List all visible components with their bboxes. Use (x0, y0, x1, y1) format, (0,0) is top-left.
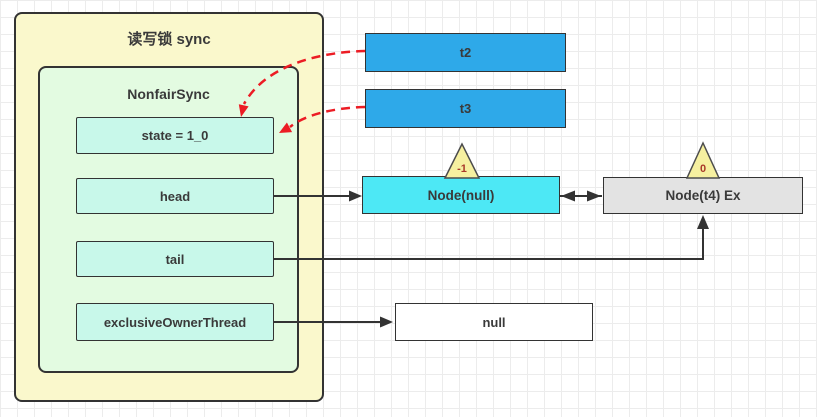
field-head: head (76, 178, 274, 214)
null-value-label: null (482, 314, 506, 330)
tail-to-node-t4-arrow (274, 215, 709, 260)
field-state-label: state = 1_0 (141, 128, 209, 143)
field-exclusive-owner-thread-label: exclusiveOwnerThread (103, 314, 247, 330)
thread-t2: t2 (365, 33, 566, 72)
node-null-node-t4-double-arrow (560, 190, 602, 202)
node-null-label: Node(null) (427, 187, 495, 203)
node-null: Node(null) (362, 176, 560, 214)
null-value-box: null (395, 303, 593, 341)
thread-t3: t3 (365, 89, 566, 128)
node-t4-waitstatus-triangle: 0 (685, 141, 721, 179)
field-exclusive-owner-thread: exclusiveOwnerThread (76, 303, 274, 341)
node-t4-ex: Node(t4) Ex (603, 177, 803, 214)
node-null-waitstatus-triangle: -1 (443, 142, 481, 179)
node-null-waitstatus-badge: -1 (457, 163, 467, 175)
nonfairsync-title: NonfairSync (127, 86, 210, 102)
field-tail: tail (76, 241, 274, 277)
field-head-label: head (159, 188, 191, 204)
node-t4-ex-label: Node(t4) Ex (665, 188, 741, 203)
node-t4-waitstatus-badge: 0 (700, 163, 706, 175)
thread-t2-label: t2 (459, 45, 472, 60)
rw-lock-title: 读写锁 sync (127, 31, 211, 48)
thread-t3-label: t3 (459, 101, 472, 116)
field-tail-label: tail (165, 251, 185, 267)
field-state: state = 1_0 (76, 117, 274, 154)
